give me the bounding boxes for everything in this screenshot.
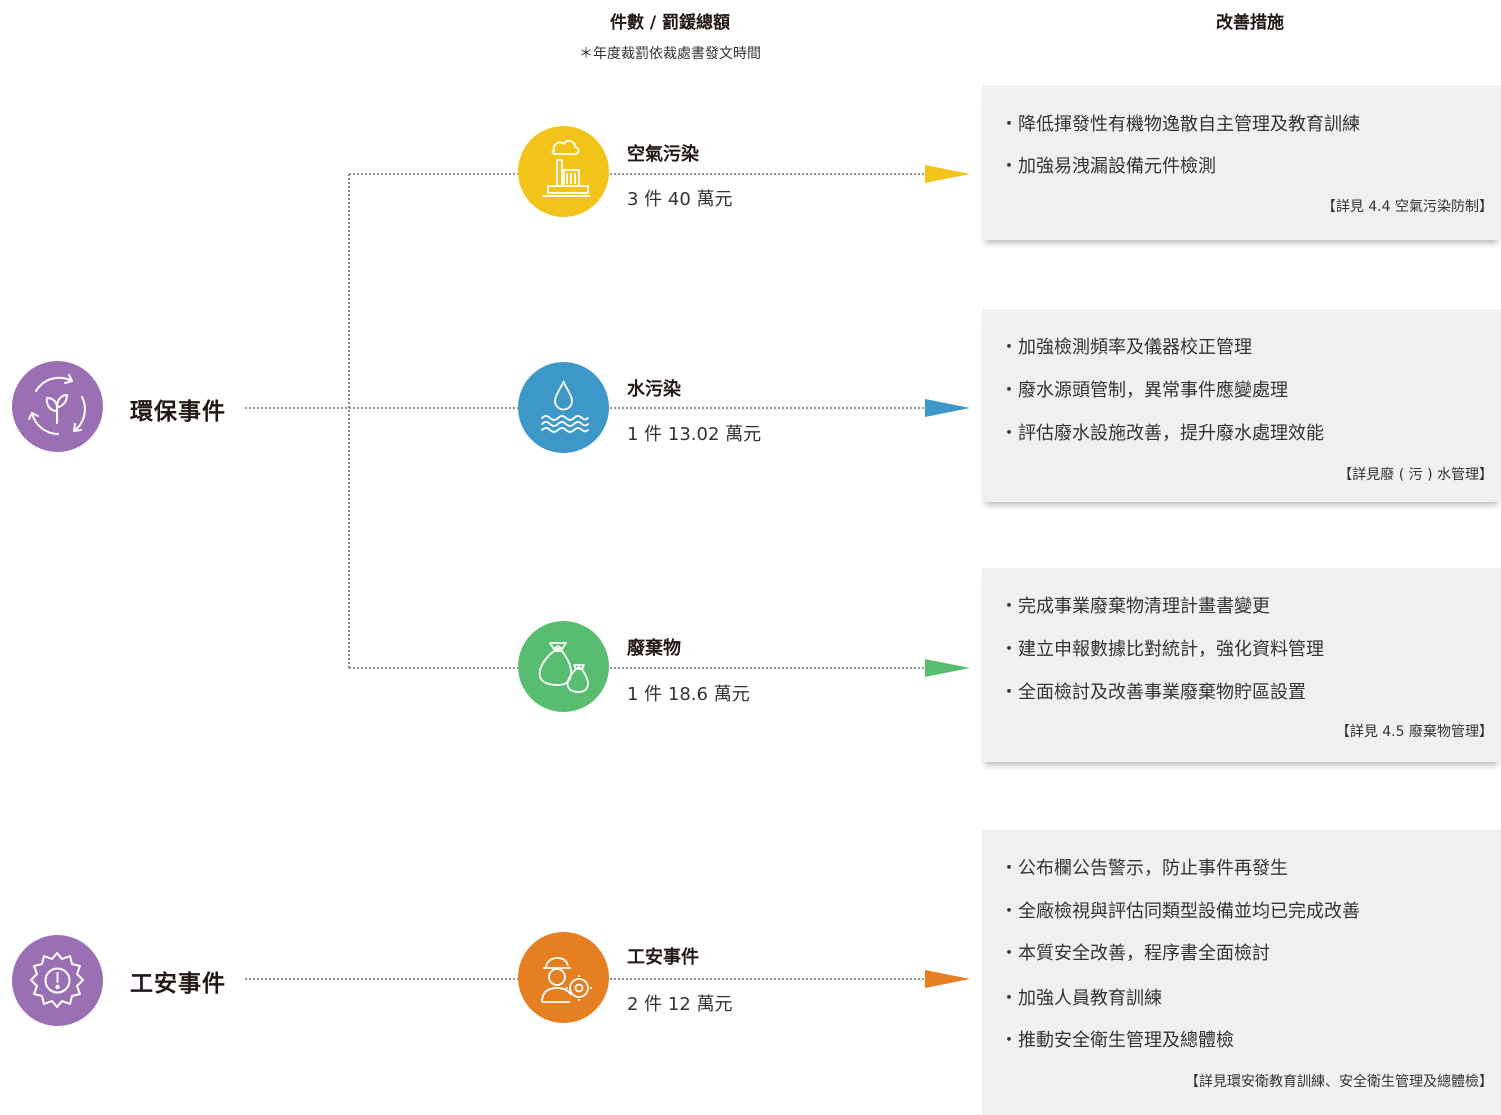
header-count-fine: 件數 / 罰鍰總額: [609, 13, 731, 33]
measure-bullet: ・降低揮發性有機物逸散自主管理及教育訓練: [1000, 114, 1360, 135]
measure-reference: 【詳見環安衛教育訓練、安全衛生管理及總體檢】: [1185, 1074, 1493, 1090]
measure-bullet: ・推動安全衛生管理及總體檢: [1000, 1030, 1234, 1051]
measure-bullet: ・加強檢測頻率及儀器校正管理: [1000, 337, 1252, 358]
measure-bullet: ・公布欄公告警示，防止事件再發生: [1000, 858, 1288, 879]
measure-bullet: ・本質安全改善，程序書全面檢討: [1000, 943, 1270, 964]
measure-bullet: ・評估廢水設施改善，提升廢水處理效能: [1000, 423, 1324, 444]
measure-bullet: ・全廠檢視與評估同類型設備並均已完成改善: [1000, 901, 1360, 922]
item-value-water: 1 件 13.02 萬元: [627, 424, 762, 445]
measure-bullet: ・全面檢討及改善事業廢棄物貯區設置: [1000, 682, 1306, 703]
item-value-air: 3 件 40 萬元: [627, 189, 733, 210]
arrow-water: [925, 399, 970, 417]
arrow-safety: [925, 970, 970, 988]
measure-bullet: ・建立申報數據比對統計，強化資料管理: [1000, 639, 1324, 660]
measure-bullet: ・廢水源頭管制，異常事件應變處理: [1000, 380, 1288, 401]
arrow-air: [925, 165, 970, 183]
item-title-air: 空氣污染: [627, 144, 699, 165]
recycle-leaf-icon: [12, 361, 103, 452]
arrow-waste: [925, 659, 970, 677]
measure-reference: 【詳見廢 ( 污 ) 水管理】: [1338, 467, 1493, 483]
measures-box-waste: ・完成事業廢棄物清理計畫書變更 ・建立申報數據比對統計，強化資料管理 ・全面檢討…: [982, 568, 1501, 762]
waste-bag-icon: [518, 621, 609, 712]
measure-reference: 【詳見 4.5 廢棄物管理】: [1335, 724, 1493, 740]
item-value-waste: 1 件 18.6 萬元: [627, 684, 750, 705]
category-label-safety: 工安事件: [130, 971, 226, 997]
measure-reference: 【詳見 4.4 空氣污染防制】: [1321, 199, 1493, 215]
item-value-safety: 2 件 12 萬元: [627, 994, 733, 1015]
gear-warning-icon: [12, 935, 103, 1026]
category-label-env: 環保事件: [130, 399, 226, 425]
factory-icon: [518, 126, 609, 217]
item-title-waste: 廢棄物: [627, 638, 681, 659]
item-title-water: 水污染: [627, 379, 681, 400]
measure-bullet: ・完成事業廢棄物清理計畫書變更: [1000, 596, 1270, 617]
measure-bullet: ・加強人員教育訓練: [1000, 988, 1162, 1009]
measures-box-safety: ・公布欄公告警示，防止事件再發生 ・全廠檢視與評估同類型設備並均已完成改善 ・本…: [982, 830, 1501, 1115]
measures-box-air: ・降低揮發性有機物逸散自主管理及教育訓練 ・加強易洩漏設備元件檢測 【詳見 4.…: [982, 85, 1501, 240]
header-note: ＊年度裁罰依裁處書發文時間: [579, 46, 761, 62]
item-title-safety: 工安事件: [627, 947, 699, 968]
worker-icon: [518, 932, 609, 1023]
measure-bullet: ・加強易洩漏設備元件檢測: [1000, 156, 1216, 177]
measures-box-water: ・加強檢測頻率及儀器校正管理 ・廢水源頭管制，異常事件應變處理 ・評估廢水設施改…: [982, 309, 1501, 502]
water-drop-icon: [518, 362, 609, 453]
header-measures: 改善措施: [1216, 13, 1284, 33]
